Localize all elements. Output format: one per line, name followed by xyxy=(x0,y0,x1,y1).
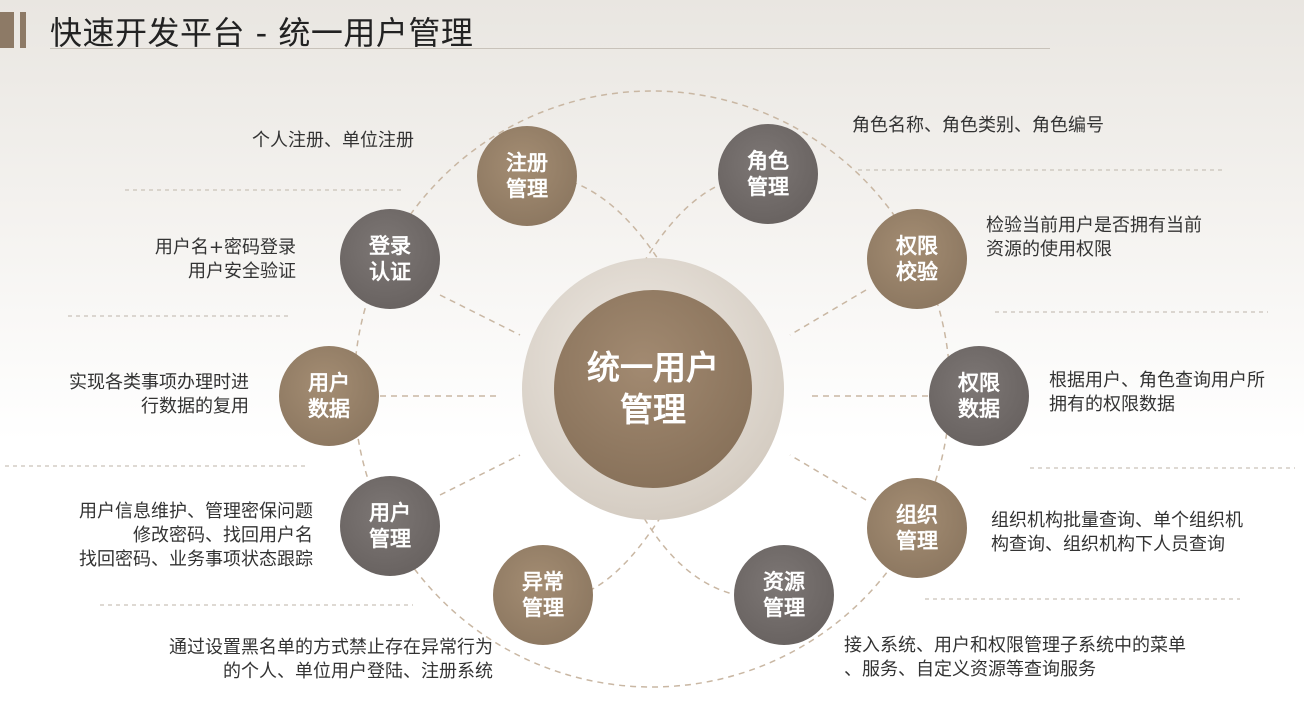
node-user-management: 用户 管理 xyxy=(340,476,440,576)
desc-role: 角色名称、角色类别、角色编号 xyxy=(852,114,1104,138)
node-label-line2: 管理 xyxy=(506,177,548,201)
dashed-spoke-login xyxy=(439,294,521,336)
center-node-unified-user-management: 统一用户 管理 xyxy=(554,290,752,488)
node-label-line1: 资源 xyxy=(763,570,805,594)
node-label-line2: 管理 xyxy=(522,596,564,620)
dashed-spoke-permcheck xyxy=(789,289,867,336)
desc-user-data: 实现各类事项办理时进 行数据的复用 xyxy=(69,371,249,419)
node-label-line2: 管理 xyxy=(369,527,411,551)
desc-line: 用户安全验证 xyxy=(188,261,296,282)
desc-line: 用户名+密码登录 xyxy=(154,237,296,258)
desc-login: 用户名+密码登录 用户安全验证 xyxy=(155,236,296,284)
desc-organization: 组织机构批量查询、单个组织机 构查询、组织机构下人员查询 xyxy=(991,509,1243,557)
title-accent-bar xyxy=(0,12,14,48)
desc-line: 找回密码、业务事项状态跟踪 xyxy=(79,549,313,570)
title-bar: 快速开发平台 - 统一用户管理 xyxy=(0,12,1050,52)
desc-line: 资源的使用权限 xyxy=(986,239,1112,260)
node-exception-management: 异常 管理 xyxy=(493,545,593,645)
node-permission-data: 权限 数据 xyxy=(929,346,1029,446)
desc-line: 修改密码、找回用户名 xyxy=(133,525,313,546)
title-accent-bar-thin xyxy=(20,12,26,48)
desc-line: 角色名称、角色类别、角色编号 xyxy=(852,115,1104,136)
center-label-line2: 管理 xyxy=(620,390,686,429)
dashed-arc-resource xyxy=(643,517,785,599)
desc-line: 接入系统、用户和权限管理子系统中的菜单 xyxy=(844,635,1186,656)
node-label-line2: 管理 xyxy=(763,596,805,620)
node-label-line2: 管理 xyxy=(896,529,938,553)
dashed-spoke-org xyxy=(789,454,867,501)
node-label-line1: 注册 xyxy=(506,151,548,175)
node-label-line1: 角色 xyxy=(747,149,789,173)
desc-permission-check: 检验当前用户是否拥有当前 资源的使用权限 xyxy=(986,214,1202,262)
desc-resource: 接入系统、用户和权限管理子系统中的菜单 、服务、自定义资源等查询服务 xyxy=(844,634,1186,682)
desc-line: 组织机构批量查询、单个组织机 xyxy=(991,510,1243,531)
node-label-line2: 数据 xyxy=(958,397,1000,421)
center-label-line1: 统一用户 xyxy=(587,348,719,387)
node-role-management: 角色 管理 xyxy=(718,124,818,224)
desc-line: 个人注册、单位注册 xyxy=(252,130,414,151)
node-label-line1: 权限 xyxy=(958,371,1000,395)
desc-line: 、服务、自定义资源等查询服务 xyxy=(844,659,1096,680)
node-label-line2: 校验 xyxy=(896,260,938,284)
desc-line: 检验当前用户是否拥有当前 xyxy=(986,215,1202,236)
desc-line: 根据用户、角色查询用户所 xyxy=(1049,370,1265,391)
desc-line: 实现各类事项办理时进 xyxy=(69,372,249,393)
node-label-line2: 数据 xyxy=(308,397,350,421)
node-label-line1: 用户 xyxy=(308,371,350,395)
desc-exception: 通过设置黑名单的方式禁止存在异常行为 的个人、单位用户登陆、注册系统 xyxy=(169,636,493,684)
dashed-spoke-usermgmt xyxy=(439,454,521,496)
desc-permission-data: 根据用户、角色查询用户所 拥有的权限数据 xyxy=(1049,369,1265,417)
node-label-line1: 组织 xyxy=(896,503,938,527)
node-resource-management: 资源 管理 xyxy=(734,545,834,645)
desc-line: 用户信息维护、管理密保问题 xyxy=(79,501,313,522)
desc-line: 拥有的权限数据 xyxy=(1049,394,1175,415)
node-label-line1: 权限 xyxy=(896,234,938,258)
node-label-line2: 认证 xyxy=(369,260,411,284)
desc-user-management: 用户信息维护、管理密保问题 修改密码、找回用户名 找回密码、业务事项状态跟踪 xyxy=(79,500,313,572)
desc-line: 构查询、组织机构下人员查询 xyxy=(991,534,1225,555)
node-register-management: 注册 管理 xyxy=(477,126,577,226)
page-title: 快速开发平台 - 统一用户管理 xyxy=(50,14,474,52)
node-label-line1: 登录 xyxy=(369,234,411,258)
node-label-line2: 管理 xyxy=(747,175,789,199)
node-permission-check: 权限 校验 xyxy=(867,209,967,309)
desc-register: 个人注册、单位注册 xyxy=(252,129,414,153)
desc-line: 通过设置黑名单的方式禁止存在异常行为 xyxy=(169,637,493,658)
desc-line: 的个人、单位用户登陆、注册系统 xyxy=(223,661,493,682)
desc-line: 行数据的复用 xyxy=(141,396,249,417)
node-label-line1: 用户 xyxy=(369,501,411,525)
node-organization-management: 组织 管理 xyxy=(867,478,967,578)
node-user-data: 用户 数据 xyxy=(279,346,379,446)
title-divider xyxy=(50,48,1050,49)
node-label-line1: 异常 xyxy=(522,570,564,594)
node-login-authentication: 登录 认证 xyxy=(340,209,440,309)
